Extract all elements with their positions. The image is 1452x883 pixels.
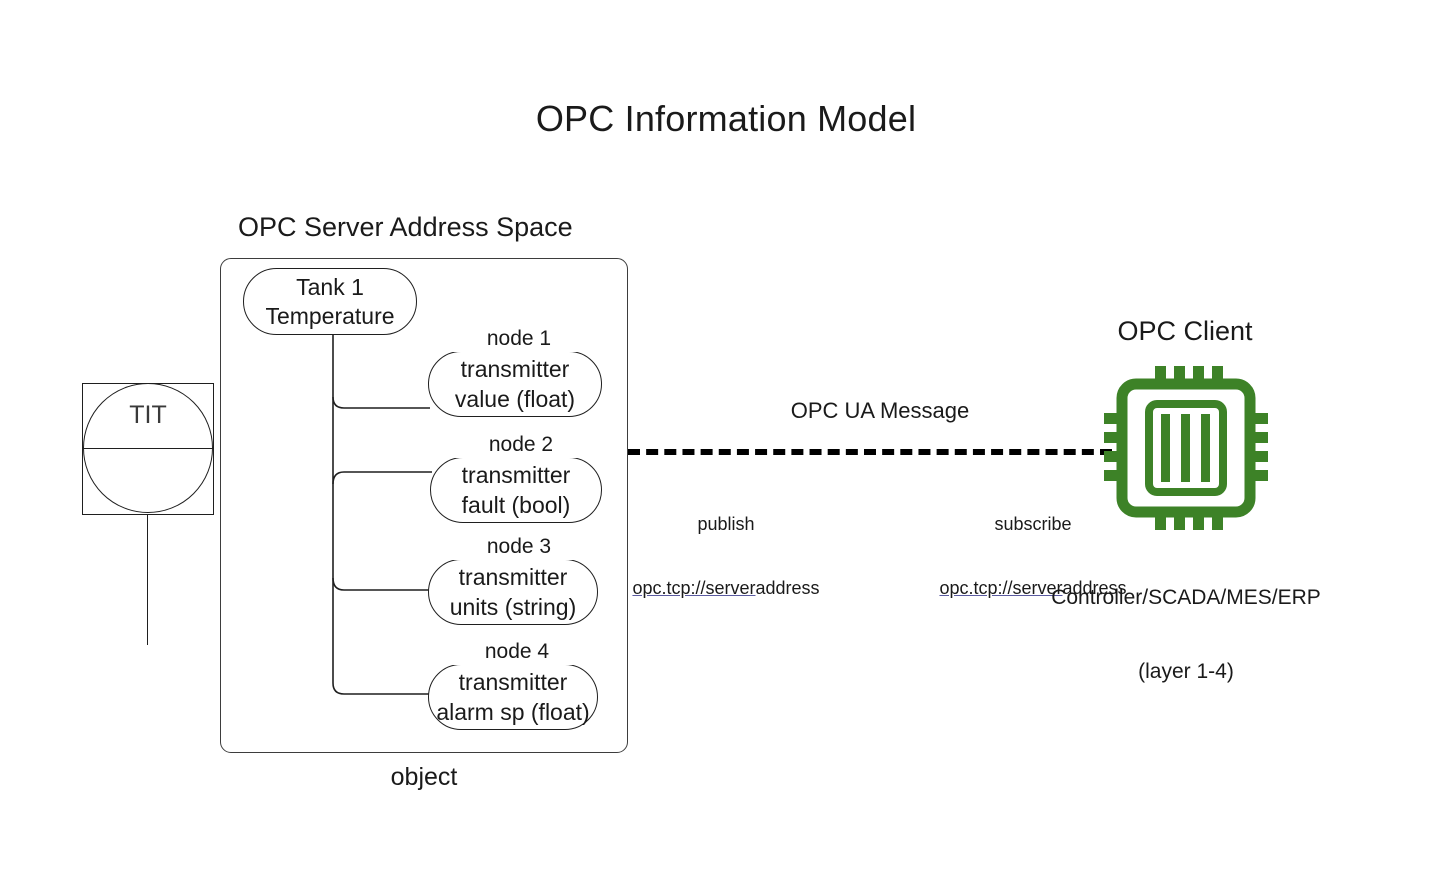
- node-4-line1: transmitter: [458, 669, 568, 696]
- opc-ua-message-dashed-link: [628, 449, 1112, 455]
- node-tank1-temperature[interactable]: Tank 1 Temperature: [243, 268, 417, 335]
- subscribe-action-label: subscribe: [994, 514, 1072, 535]
- publish-endpoint-scheme: opc.tcp://server: [632, 578, 756, 599]
- instrument-divider: [82, 448, 214, 449]
- instrument-bubble-icon: TIT: [82, 383, 214, 515]
- node-3-line1: transmitter: [458, 564, 568, 591]
- node-3-transmitter-units[interactable]: transmitter units (string): [428, 559, 598, 625]
- node-root-line2: Temperature: [265, 303, 395, 329]
- subscribe-endpoint-scheme: opc.tcp://server: [939, 578, 1063, 599]
- cpu-chip-icon: [1104, 366, 1268, 530]
- publish-endpoint-host: address: [755, 578, 820, 599]
- subscribe-endpoint-block: subscribe opc.tcp://serveraddress: [913, 472, 1153, 642]
- node-1-caption: node 1: [450, 327, 588, 352]
- node-1-line1: transmitter: [460, 356, 570, 383]
- node-2-transmitter-fault[interactable]: transmitter fault (bool): [430, 457, 602, 523]
- node-3-caption: node 3: [450, 535, 588, 560]
- subscribe-endpoint[interactable]: opc.tcp://serveraddress: [913, 578, 1153, 599]
- subscribe-endpoint-host: address: [1062, 578, 1127, 599]
- publish-endpoint-block: publish opc.tcp://serveraddress: [606, 472, 846, 642]
- node-2-caption: node 2: [452, 433, 590, 458]
- publish-endpoint[interactable]: opc.tcp://serveraddress: [606, 578, 846, 599]
- node-3-line2: units (string): [449, 593, 577, 620]
- opc-client-subtitle-line1: Controller/SCADA/MES/ERP: [1051, 585, 1321, 609]
- opc-client-subtitle-line2: (layer 1-4): [1138, 659, 1234, 683]
- node-2-line1: transmitter: [461, 462, 571, 489]
- node-1-transmitter-value[interactable]: transmitter value (float): [428, 351, 602, 417]
- instrument-stem-line: [147, 514, 148, 645]
- node-4-transmitter-alarm-sp[interactable]: transmitter alarm sp (float): [428, 664, 598, 730]
- node-1-line2: value (float): [454, 385, 576, 412]
- instrument-tag-label: TIT: [129, 401, 167, 429]
- object-caption: object: [390, 763, 458, 791]
- server-address-space-caption: OPC Server Address Space: [238, 212, 573, 242]
- node-root-line1: Tank 1: [296, 273, 364, 300]
- node-4-caption: node 4: [448, 640, 586, 665]
- server-address-space-box: [220, 258, 628, 753]
- page-title: OPC Information Model: [535, 98, 917, 139]
- opc-client-subtitle: Controller/SCADA/MES/ERP (layer 1-4): [986, 536, 1386, 734]
- publish-action-label: publish: [697, 514, 755, 535]
- node-4-line2: alarm sp (float): [436, 698, 590, 725]
- opc-client-caption: OPC Client: [1117, 316, 1253, 346]
- node-2-line2: fault (bool): [461, 491, 571, 518]
- opc-ua-message-label: OPC UA Message: [790, 398, 970, 423]
